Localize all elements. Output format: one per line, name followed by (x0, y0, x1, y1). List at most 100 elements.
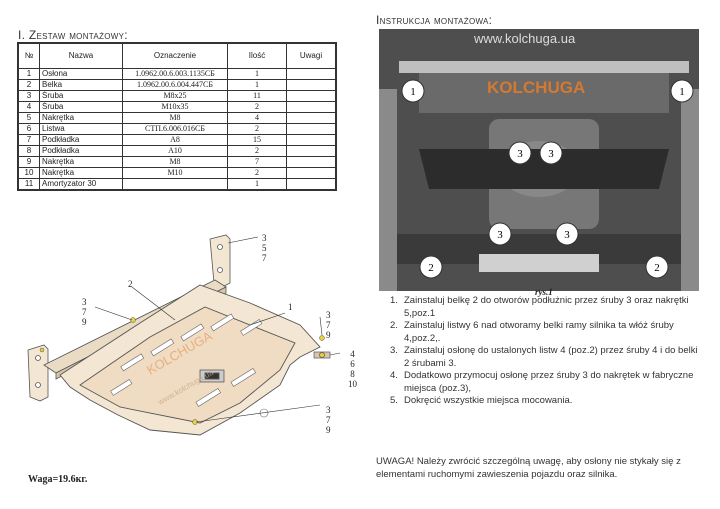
svg-text:2: 2 (654, 262, 660, 274)
cell-designation: A10 (122, 145, 228, 157)
callout-right: 4 6 8 10 (348, 349, 357, 389)
step-number: 3. (390, 345, 398, 356)
installation-steps: 1. Zainstaluj belkę 2 do otworów podłużni… (380, 295, 700, 408)
cell-name: Nakrętka (39, 112, 123, 124)
cell-designation: M8 (122, 156, 228, 168)
cell-notes (286, 178, 336, 190)
oslona-plate-icon (59, 284, 321, 436)
weight-label: Waga=19.6кг. (28, 474, 88, 485)
cell-number: 8 (18, 145, 40, 157)
cell-number: 3 (18, 90, 40, 102)
installation-photo: www.kolchuga.ua KOLCHUGA 1 1 3 3 3 3 2 2 (379, 29, 699, 291)
cell-notes (286, 145, 336, 157)
cell-designation: M10 (122, 167, 228, 179)
belka-bracket-left-icon (27, 344, 49, 402)
step-text: Zainstaluj listwy 6 nad otworamy belki r… (404, 320, 674, 344)
photo-watermark-url: www.kolchuga.ua (473, 31, 576, 46)
cell-quantity: 11 (227, 90, 287, 102)
cell-name: Nakrętka (39, 167, 123, 179)
cell-designation: 1.0962.00.6.003.1135СБ (122, 68, 228, 80)
cell-name: Podkładka (39, 134, 123, 146)
callout-part-1: 1 (288, 302, 293, 312)
fastener-bolts-icon (39, 317, 325, 425)
callout-left: 3 7 9 (82, 297, 87, 327)
callout-top-right: 3 5 7 (262, 233, 267, 263)
cell-name: Nakrętka (39, 156, 123, 168)
step-text: Dokręcić wszystkie miejsca mocowania. (404, 395, 573, 406)
cell-quantity: 2 (227, 167, 287, 179)
cell-quantity: 4 (227, 112, 287, 124)
step-number: 2. (390, 320, 398, 331)
callout-mid-right: 3 7 9 (326, 310, 331, 340)
svg-text:3: 3 (497, 229, 503, 241)
cell-name: Podkładka (39, 145, 123, 157)
cell-number: 5 (18, 112, 40, 124)
cell-notes (286, 68, 336, 80)
cell-notes (286, 167, 336, 179)
step-item: 1. Zainstaluj belkę 2 do otworów podłużni… (380, 295, 700, 320)
cell-notes (286, 101, 336, 113)
svg-text:2: 2 (428, 262, 434, 274)
photo-markers: 1 1 3 3 3 3 2 2 (401, 79, 694, 279)
cell-number: 6 (18, 123, 40, 135)
step-number: 5. (390, 395, 398, 406)
section-2-title: Instrukcja montażowa: (376, 13, 493, 27)
cell-quantity: 2 (227, 101, 287, 113)
cell-quantity: 2 (227, 145, 287, 157)
col-designation-header: Oznaczenie (122, 43, 228, 69)
cell-name: Listwa (39, 123, 123, 135)
callout-bottom: 3 7 9 (326, 405, 331, 435)
cell-notes (286, 134, 336, 146)
cell-number: 7 (18, 134, 40, 146)
cell-notes (286, 90, 336, 102)
step-number: 1. (390, 295, 398, 306)
cell-designation (122, 178, 228, 190)
cell-number: 9 (18, 156, 40, 168)
step-item: 3.Zainstaluj osłonę do ustalonych listw … (380, 345, 700, 370)
cell-number: 11 (18, 178, 40, 190)
cell-name: Belka (39, 79, 123, 91)
step-text: Dodatkowo przymocuj osłonę przez śruby 3… (404, 370, 694, 394)
leader-lines (94, 286, 341, 423)
cell-designation: СТП.6.006.016СБ (122, 123, 228, 135)
cell-designation: A8 (122, 134, 228, 146)
step-item: 5. Dokręcić wszystkie miejsca mocowania. (380, 395, 700, 408)
step-number: 4. (390, 370, 398, 381)
cell-name: Śruba (39, 90, 123, 102)
cell-quantity: 1 (227, 68, 287, 80)
col-notes-header: Uwagi (286, 43, 336, 69)
cell-designation: M8 (122, 112, 228, 124)
cell-notes (286, 79, 336, 91)
warning-text: UWAGA! Należy zwrócić szczególną uwagę, … (376, 456, 681, 480)
cell-notes (286, 123, 336, 135)
section-1-title: I. Zestaw montażowy: (18, 28, 128, 42)
svg-text:1: 1 (410, 86, 416, 98)
cell-quantity: 1 (227, 79, 287, 91)
cell-quantity: 1 (227, 178, 287, 190)
table-header-row: № Nazwa Oznaczenie Ilość Uwagi (18, 43, 336, 69)
svg-text:1: 1 (679, 86, 685, 98)
cell-designation: 1.0962.00.6.004.447СБ (122, 79, 228, 91)
cell-quantity: 2 (227, 123, 287, 135)
figure-label: rys.1 (535, 287, 553, 297)
svg-text:3: 3 (564, 229, 570, 241)
cell-number: 2 (18, 79, 40, 91)
callout-part-2: 2 (128, 279, 133, 289)
cell-notes (286, 112, 336, 124)
svg-text:3: 3 (548, 148, 554, 160)
col-number-header: № (18, 43, 40, 69)
col-name-header: Nazwa (39, 43, 123, 69)
step-text: Zainstaluj belkę 2 do otworów podłużnic … (404, 295, 689, 319)
cell-number: 1 (18, 68, 40, 80)
photo-watermark-brand: KOLCHUGA (487, 78, 585, 97)
cell-name: Śruba (39, 101, 123, 113)
cell-quantity: 7 (227, 156, 287, 168)
